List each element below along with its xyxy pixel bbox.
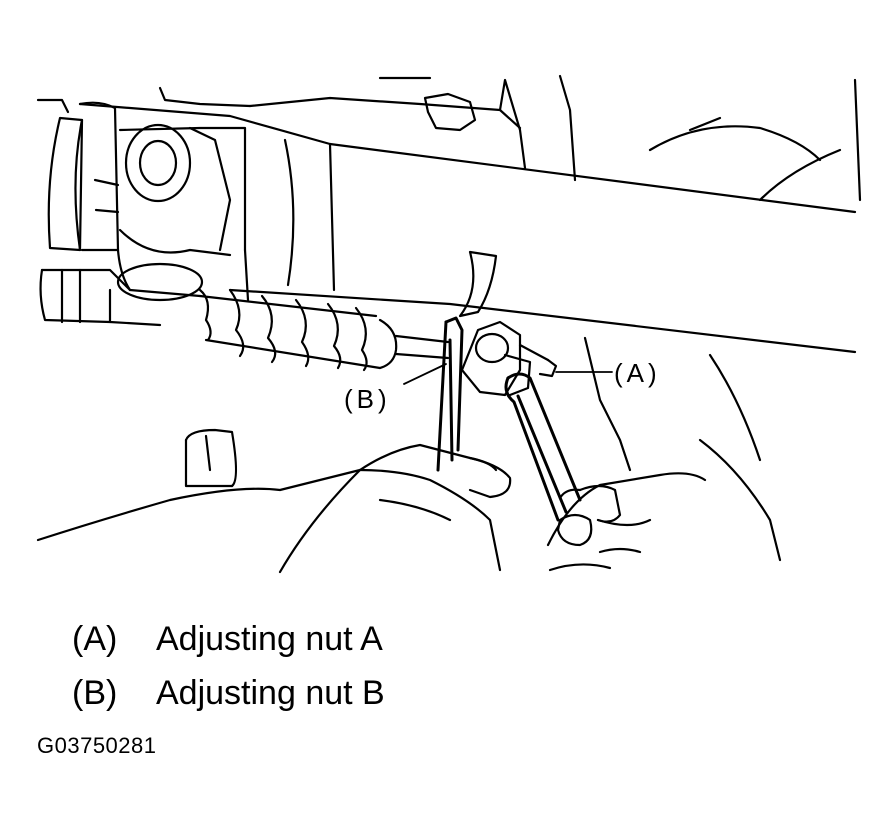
callout-a-label: (A) xyxy=(614,358,661,388)
universal-joint xyxy=(47,101,250,302)
illustration: (A) (B) xyxy=(36,74,862,574)
legend-item: (B) Adjusting nut B xyxy=(72,666,385,720)
legend-text: Adjusting nut B xyxy=(156,674,385,712)
chassis-background xyxy=(36,74,862,202)
floor-outline xyxy=(36,336,782,562)
right-hand xyxy=(546,472,707,572)
left-hand xyxy=(184,428,512,574)
callout-b-leader xyxy=(403,363,447,385)
legend-text: Adjusting nut A xyxy=(156,620,383,658)
figure-id: G03750281 xyxy=(37,733,157,758)
wrench-b xyxy=(436,316,464,472)
callout-b-label: (B) xyxy=(344,384,391,414)
adjusting-nut-assembly xyxy=(458,250,558,397)
legend: (A) Adjusting nut A (B) Adjusting nut B xyxy=(72,612,385,720)
legend-item: (A) Adjusting nut A xyxy=(72,612,385,666)
shaft-tube xyxy=(78,102,857,354)
legend-key: (B) xyxy=(72,674,118,712)
wrench-a xyxy=(504,372,582,522)
legend-key: (A) xyxy=(72,620,118,658)
shift-rod-boot xyxy=(39,268,450,372)
